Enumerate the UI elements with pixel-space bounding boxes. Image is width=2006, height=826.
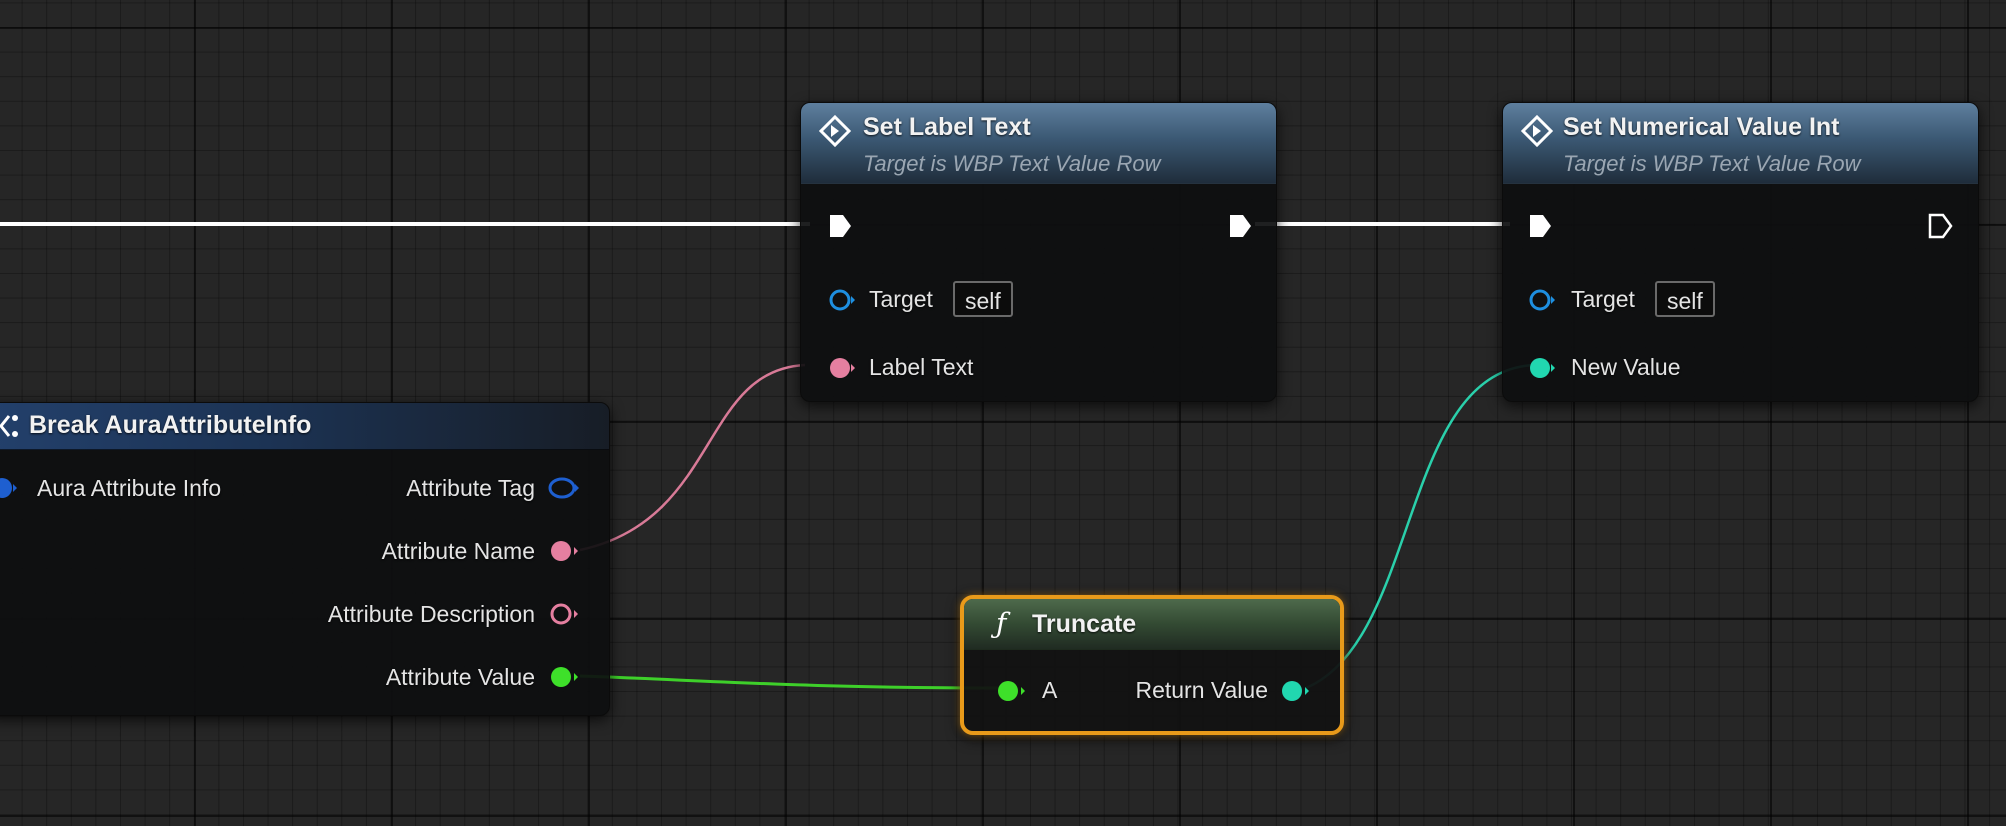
break-struct-icon bbox=[0, 415, 18, 437]
pure-function-icon: ƒ bbox=[996, 607, 1007, 640]
node-subtitle: Target is WBP Text Value Row bbox=[863, 151, 1161, 176]
set-numerical-value-int-node[interactable]: Set Numerical Value Int Target is WBP Te… bbox=[1502, 102, 1979, 402]
truncate-node[interactable]: ƒ Truncate A Return Value bbox=[960, 595, 1344, 735]
float-wire bbox=[579, 674, 1001, 690]
node-header: Set Label Text Target is WBP Text Value … bbox=[801, 103, 1276, 184]
attribute-value-label: Attribute Value bbox=[385, 664, 535, 690]
target-label: Target bbox=[869, 286, 933, 312]
node-title: Break AuraAttributeInfo bbox=[29, 411, 312, 439]
attribute-description-pin[interactable] bbox=[547, 599, 581, 629]
node-title: Set Label Text bbox=[863, 113, 1031, 141]
exec-out-pin[interactable] bbox=[1925, 211, 1955, 241]
a-input-pin[interactable] bbox=[994, 676, 1028, 706]
attribute-tag-pin[interactable] bbox=[547, 473, 581, 503]
node-title: Set Numerical Value Int bbox=[1563, 113, 1840, 141]
new-value-label: New Value bbox=[1571, 354, 1681, 380]
attribute-value-pin[interactable] bbox=[547, 662, 581, 692]
function-diamond-icon bbox=[819, 115, 851, 147]
target-pin[interactable] bbox=[1527, 285, 1557, 315]
function-diamond-icon bbox=[1521, 115, 1553, 147]
aura-attribute-info-pin[interactable] bbox=[0, 473, 19, 503]
a-input-label: A bbox=[1042, 677, 1058, 703]
node-title: Truncate bbox=[1032, 610, 1137, 638]
aura-attribute-info-label: Aura Attribute Info bbox=[37, 475, 222, 501]
text-wire bbox=[579, 363, 806, 552]
return-value-label: Return Value bbox=[1135, 677, 1268, 703]
target-label: Target bbox=[1571, 286, 1635, 312]
node-subtitle: Target is WBP Text Value Row bbox=[1563, 151, 1861, 176]
target-pin[interactable] bbox=[827, 285, 857, 315]
label-text-pin[interactable] bbox=[827, 353, 857, 383]
exec-out-pin[interactable] bbox=[1225, 211, 1255, 241]
node-header: Set Numerical Value Int Target is WBP Te… bbox=[1503, 103, 1978, 184]
new-value-pin[interactable] bbox=[1527, 353, 1557, 383]
return-value-pin[interactable] bbox=[1278, 676, 1312, 706]
attribute-tag-label: Attribute Tag bbox=[406, 475, 535, 501]
set-label-text-node[interactable]: Set Label Text Target is WBP Text Value … bbox=[800, 102, 1277, 402]
break-aura-attribute-info-node[interactable]: Break AuraAttributeInfo Aura Attribute I… bbox=[0, 402, 610, 716]
target-self-field[interactable]: self bbox=[1655, 281, 1715, 317]
attribute-description-label: Attribute Description bbox=[327, 601, 535, 627]
exec-in-pin[interactable] bbox=[1525, 211, 1555, 241]
attribute-name-pin[interactable] bbox=[547, 536, 581, 566]
target-self-field[interactable]: self bbox=[953, 281, 1013, 317]
attribute-name-label: Attribute Name bbox=[381, 538, 535, 564]
exec-in-pin[interactable] bbox=[825, 211, 855, 241]
node-header: Break AuraAttributeInfo bbox=[0, 403, 609, 450]
label-text-label: Label Text bbox=[869, 354, 974, 380]
node-header: ƒ Truncate bbox=[964, 599, 1340, 650]
